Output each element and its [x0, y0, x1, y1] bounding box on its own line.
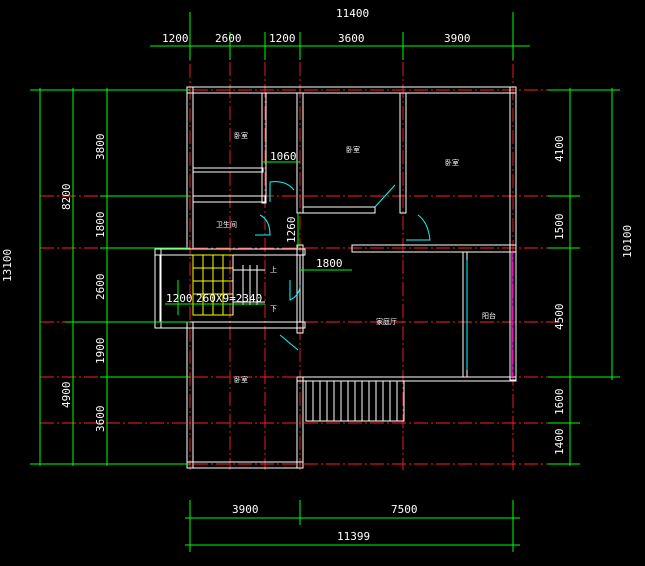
dim-top-3: 1200	[269, 32, 296, 45]
dim-inner-1800: 1800	[316, 257, 343, 270]
dim-top-4: 3600	[338, 32, 365, 45]
room-labels: 卧室 卧室 卧室 卫生间 家庭厅 阳台 卧室 上 下	[216, 131, 496, 384]
dim-bottom-total: 11399	[337, 530, 370, 543]
dim-right-2: 1500	[553, 214, 566, 241]
dim-right-3: 4500	[553, 304, 566, 331]
dim-top-total: 11400	[336, 7, 369, 20]
dim-right-total: 10100	[621, 225, 634, 258]
dim-left-total: 13100	[1, 249, 14, 282]
dim-bottom-1: 3900	[232, 503, 259, 516]
dim-inner-1260: 1260	[285, 217, 298, 244]
dim-left-2: 1800	[94, 212, 107, 239]
dim-right-1: 4100	[553, 136, 566, 163]
dim-top-1: 1200	[162, 32, 189, 45]
dim-left-1: 3800	[94, 134, 107, 161]
walls	[154, 86, 517, 469]
room-bedroom-n: 卧室	[346, 145, 360, 154]
dim-inner-stair: 260X9=2340	[196, 292, 262, 305]
room-bedroom-sw: 卧室	[234, 375, 248, 384]
room-bedroom-nw: 卧室	[234, 131, 248, 140]
dim-bottom-2: 7500	[391, 503, 418, 516]
dim-left-mid-1: 8200	[60, 184, 73, 211]
dim-right-5: 1400	[553, 429, 566, 456]
top-dimensions: 11400 1200 2600 1200 3600 3900	[150, 7, 530, 60]
room-bedroom-ne: 卧室	[445, 158, 459, 167]
dim-inner-1200: 1200	[166, 292, 193, 305]
stair-down-label: 下	[270, 305, 277, 313]
room-family-hall: 家庭厅	[376, 317, 397, 326]
dim-left-3: 2600	[94, 274, 107, 301]
left-dimensions: 13100 8200 4900 3800 1800 2600 1900 3600	[1, 88, 190, 466]
dim-left-5: 3600	[94, 406, 107, 433]
stair	[192, 254, 265, 316]
dim-top-2: 2600	[215, 32, 242, 45]
dim-top-5: 3900	[444, 32, 471, 45]
dim-right-4: 1600	[553, 389, 566, 416]
stair-up-label: 上	[270, 265, 277, 274]
inner-dimensions: 1060 1260 1800 1200 260X9=2340	[165, 150, 352, 315]
room-bathroom: 卫生间	[216, 220, 237, 229]
bottom-dimensions: 3900 7500 11399	[185, 500, 520, 552]
dim-inner-1060: 1060	[270, 150, 297, 163]
room-balcony: 阳台	[482, 311, 496, 320]
dim-left-4: 1900	[94, 338, 107, 365]
dim-left-mid-2: 4900	[60, 382, 73, 409]
right-dimensions: 4100 1500 4500 1600 1400 10100	[548, 88, 634, 466]
doors	[255, 181, 468, 370]
exterior-steps	[305, 380, 405, 422]
